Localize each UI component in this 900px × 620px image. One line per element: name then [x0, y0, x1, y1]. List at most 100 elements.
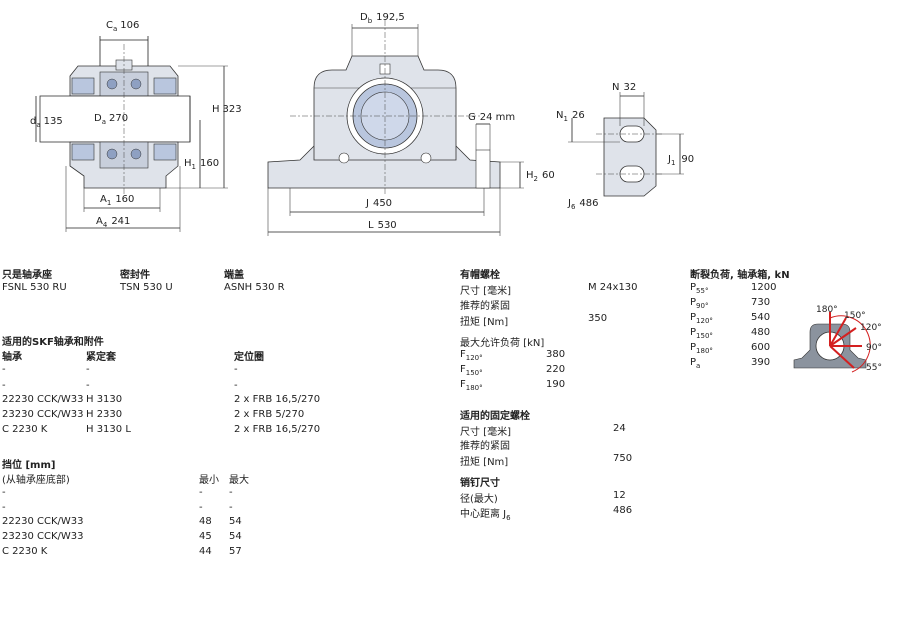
attach-bolts-torque-label: 扭矩 [Nm]	[460, 457, 509, 468]
breaking-title: 断裂负荷, 轴承箱, kN	[690, 270, 790, 281]
end-cover-header: 端盖	[224, 270, 244, 281]
angle-180-label: 180°	[816, 305, 838, 315]
table-cell: -	[86, 380, 90, 391]
seal-header: 密封件	[120, 270, 150, 281]
cap-bolts-torque-rec-label: 推荐的紧固	[460, 301, 510, 312]
angle-55-label: 55°	[866, 363, 882, 373]
table-row: C 2230 K	[2, 424, 48, 435]
housing-value: FSNL 530 RU	[2, 282, 67, 293]
table-cell: -	[199, 502, 203, 513]
shoulder-col-min: 最小	[199, 475, 219, 486]
table-cell: -	[229, 487, 233, 498]
dowel-dia-value: 12	[613, 490, 626, 501]
list-item-value: 600	[751, 342, 771, 353]
list-item: F180°	[460, 379, 483, 392]
cap-bolts-load-title: 最大允许负荷 [kN]	[460, 338, 545, 349]
table-row: -	[2, 364, 6, 375]
table-cell: -	[234, 380, 238, 391]
list-item-value: 1200	[751, 282, 777, 293]
table-cell: 48	[199, 516, 212, 527]
table-row: 23230 CCK/W33	[2, 531, 84, 542]
table-cell: 44	[199, 546, 212, 557]
table-row: -	[2, 380, 6, 391]
table-cell: -	[199, 487, 203, 498]
angle-150-label: 150°	[844, 311, 866, 321]
load-angle-diagram: 180° 150° 120° 90° 55°	[793, 305, 882, 373]
list-item: P55°	[690, 282, 709, 295]
shoulder-subtitle: (从轴承座底部)	[2, 475, 70, 486]
front-view	[267, 20, 524, 236]
cap-bolts-size-value: M 24x130	[588, 282, 638, 293]
table-cell: H 2330	[86, 409, 123, 420]
table-cell: H 3130 L	[86, 424, 131, 435]
housing-header: 只是轴承座	[2, 270, 52, 281]
shoulder-col-max: 最大	[229, 475, 249, 486]
table-row: -	[2, 502, 6, 513]
table-cell: 54	[229, 516, 242, 527]
dowel-title: 销钉尺寸	[460, 478, 500, 489]
table-cell: -	[86, 364, 90, 375]
list-item: F120°	[460, 349, 483, 362]
cap-bolts-title: 有帽螺栓	[460, 270, 500, 281]
seal-value: TSN 530 U	[120, 282, 173, 293]
dowel-dist-label: 中心距离 J6	[460, 509, 511, 522]
cap-bolts-torque-value: 350	[588, 313, 608, 324]
accessories-col-ring: 定位圈	[234, 352, 264, 363]
attach-bolts-title: 适用的固定螺栓	[460, 411, 530, 422]
table-cell: 2 x FRB 16,5/270	[234, 394, 321, 405]
cap-bolts-torque-label: 扭矩 [Nm]	[460, 317, 509, 328]
table-cell: -	[229, 502, 233, 513]
list-item-value: 190	[546, 379, 566, 390]
table-cell: 2 x FRB 5/270	[234, 409, 305, 420]
table-cell: 2 x FRB 16,5/270	[234, 424, 321, 435]
attach-bolts-torque-rec-label: 推荐的紧固	[460, 441, 510, 452]
table-row: 22230 CCK/W33	[2, 394, 84, 405]
list-item-value: 540	[751, 312, 771, 323]
foot-detail-view	[568, 92, 684, 197]
list-item-value: 380	[546, 349, 566, 360]
accessories-col-bearing: 轴承	[2, 352, 22, 363]
table-cell: 45	[199, 531, 212, 542]
list-item-value: 220	[546, 364, 566, 375]
table-row: 23230 CCK/W33	[2, 409, 84, 420]
list-item: P90°	[690, 297, 709, 310]
table-row: C 2230 K	[2, 546, 48, 557]
list-item: Pa	[690, 357, 701, 370]
angle-120-label: 120°	[860, 323, 882, 333]
dowel-dist-value: 486	[613, 505, 633, 516]
table-cell: H 3130	[86, 394, 123, 405]
end-cover-value: ASNH 530 R	[224, 282, 285, 293]
list-item: P180°	[690, 342, 713, 355]
attach-bolts-size-value: 24	[613, 423, 626, 434]
accessories-col-sleeve: 紧定套	[86, 352, 116, 363]
attach-bolts-size-label: 尺寸 [毫米]	[460, 427, 511, 438]
accessories-title: 适用的SKF轴承和附件	[2, 337, 104, 348]
table-row: 22230 CCK/W33	[2, 516, 84, 527]
attach-bolts-torque-value: 750	[613, 453, 633, 464]
list-item-value: 480	[751, 327, 771, 338]
list-item-value: 390	[751, 357, 771, 368]
cap-bolts-size-label: 尺寸 [毫米]	[460, 286, 511, 297]
list-item-value: 730	[751, 297, 771, 308]
list-item: P120°	[690, 312, 713, 325]
list-item: P150°	[690, 327, 713, 340]
angle-90-label: 90°	[866, 343, 882, 353]
table-cell: 57	[229, 546, 242, 557]
